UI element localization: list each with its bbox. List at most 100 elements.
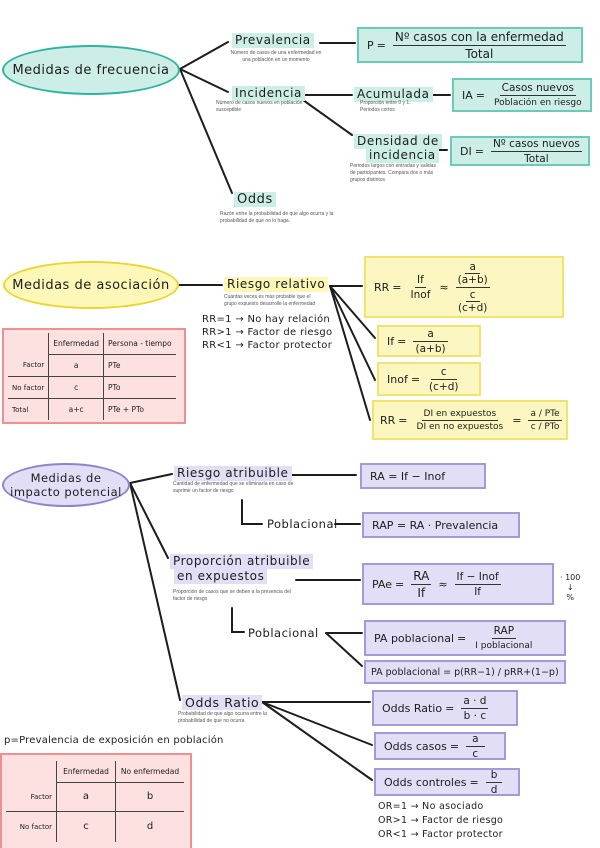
inof-formula: Inof = c (c+d) — [377, 362, 481, 396]
frecuencia-ellipse[interactable]: Medidas de frecuencia — [2, 45, 180, 95]
pap-formula-2: PA poblacional = p(RR−1) / pRR+(1−p) — [364, 660, 566, 684]
p-definition: p=Prevalencia de exposición en población — [4, 735, 224, 746]
ra-poblacional-label[interactable]: Poblacional — [267, 517, 338, 531]
table-cell: PTe — [103, 354, 176, 377]
proporcion-label-2[interactable]: en expuestos — [174, 569, 268, 584]
densidad-label-1[interactable]: Densidad de — [354, 134, 442, 149]
formula-lhs: RR — [374, 280, 390, 294]
incidencia-label[interactable]: Incidencia — [232, 86, 305, 101]
fraction-denominator: b · c — [463, 709, 487, 722]
prevalencia-label[interactable]: Prevalencia — [232, 33, 314, 48]
odds-ratio-label[interactable]: Odds Ratio — [182, 695, 263, 710]
rr-rules: RR=1 → No hay relación RR>1 → Factor de … — [202, 313, 332, 352]
or-rule: OR>1 → Factor de riesgo — [378, 815, 504, 826]
connector-odds — [179, 68, 233, 194]
formula-eq: = — [376, 38, 386, 52]
densidad-label-2[interactable]: incidencia — [366, 148, 439, 163]
formula-fraction: a · d b · c — [461, 694, 489, 722]
formula-fraction: c (c+d) — [427, 366, 460, 393]
fraction-numerator: a — [466, 733, 485, 747]
or-rule: OR<1 → Factor protector — [378, 829, 503, 840]
odds-casos-formula: Odds casos = a c — [374, 732, 506, 760]
formula-lhs: Odds casos — [384, 739, 447, 753]
riesgo-atribuible-label[interactable]: Riesgo atribuible — [174, 466, 292, 481]
table-cell: a — [56, 782, 116, 812]
odds-note: Razón entre la probabilidad de que algo … — [220, 211, 334, 224]
formula-eq: = — [410, 372, 421, 386]
formula-approx: ≈ — [438, 577, 448, 591]
fraction-denominator: c / PTo — [530, 421, 560, 432]
table-row-label: Total — [12, 405, 29, 414]
fraction-numerator: RAP — [491, 624, 517, 639]
fraction-denominator: d — [490, 783, 498, 796]
fraction-denominator: c — [472, 747, 479, 760]
pae-formula: PAe = RA If ≈ If − Inof If — [362, 563, 554, 605]
prevalencia-formula: P = Nº casos con la enfermedad Total — [357, 27, 583, 63]
pap-formula-1: PA poblacional = RAP I poblacional — [364, 620, 566, 656]
fraction-numerator: c — [430, 366, 457, 380]
connector-odds-casos — [261, 701, 373, 746]
odds-controles-formula: Odds controles = b d — [374, 768, 520, 796]
riesgo-relativo-label[interactable]: Riesgo relativo — [224, 277, 329, 292]
table-cell: d — [115, 811, 184, 842]
formula-lhs: Odds controles — [384, 775, 467, 789]
rr-rule: RR=1 → No hay relación — [202, 314, 330, 325]
fraction-numerator: a — [413, 328, 448, 342]
percent-sign: % — [566, 593, 574, 602]
ia-formula: IA = Casos nuevos Población en riesgo — [452, 78, 592, 112]
proporcion-label-1[interactable]: Proporción atribuible — [170, 554, 314, 569]
formula-eq: = — [512, 413, 522, 427]
table-header-cell: No enfermedad — [115, 761, 184, 783]
table-header-cell — [6, 761, 57, 783]
impacto-ellipse[interactable]: Medidas de impacto potencial — [2, 463, 130, 507]
fraction-numerator: a · d — [461, 694, 489, 709]
formula-lhs: If — [387, 334, 395, 348]
rr-rule: RR<1 → Factor protector — [202, 340, 333, 351]
acumulada-label[interactable]: Acumulada — [354, 87, 433, 102]
fraction-numerator: Nº casos con la enfermedad — [392, 29, 566, 46]
times-100: · 100 — [560, 573, 581, 582]
table-cell: a+c — [48, 398, 104, 420]
formula-eq: = — [398, 413, 408, 427]
formula-fraction: RA If — [411, 568, 432, 600]
fraction-denominator: c (c+d) — [456, 288, 489, 314]
fraction-denominator: DI en no expuestos — [416, 421, 504, 432]
table-cell: c — [48, 376, 104, 399]
formula-text: RA = If − Inof — [370, 469, 446, 483]
impacto-contingency-table: Enfermedad No enfermedad Factor a b No f… — [0, 753, 192, 848]
formula-lhs: RR — [380, 413, 396, 427]
table-header-cell: Enfermedad — [56, 761, 116, 783]
table-cell: c — [56, 811, 116, 842]
formula-fraction: If − Inof If — [454, 570, 501, 598]
formula-eq: = — [392, 280, 402, 294]
fraction-denominator: Población en riesgo — [494, 97, 582, 108]
fraction-numerator: If − Inof — [454, 570, 501, 585]
odds-label[interactable]: Odds — [234, 192, 276, 207]
connector-pap-formula2 — [325, 632, 363, 667]
formula-lhs: PA poblacional — [374, 631, 455, 645]
rap-formula: RAP = RA · Prevalencia — [362, 512, 520, 538]
inner-numerator: c — [465, 289, 480, 302]
formula-fraction: Nº casos con la enfermedad Total — [392, 29, 566, 61]
fraction-numerator: RA — [411, 568, 432, 585]
formula-eq: = — [449, 739, 460, 753]
fraction-denominator: (a+b) — [415, 342, 446, 355]
formula-lhs: Odds Ratio — [382, 701, 443, 715]
formula-fraction: a (a+b) — [413, 328, 448, 355]
formula-lhs: PAe — [372, 577, 393, 591]
formula-eq: = — [469, 775, 479, 789]
impacto-title-line: Medidas de — [30, 471, 102, 485]
formula-lhs: IA — [462, 88, 473, 102]
fraction-denominator: Total — [465, 46, 494, 61]
connector-riesgo-atribuible — [129, 473, 173, 484]
asociacion-ellipse[interactable]: Medidas de asociación — [3, 261, 179, 309]
densidad-note: Periodos largos con entradas y salidas d… — [350, 163, 436, 183]
arrow-down-icon: ↓ — [566, 583, 574, 592]
riesgo-atribuible-note: Cantidad de enfermedad que se eliminaría… — [173, 481, 294, 494]
impacto-title-line: impacto potencial — [10, 485, 122, 499]
formula-fraction: Nº casos nuevos Total — [490, 138, 582, 165]
fraction-denominator: Inof — [410, 288, 431, 301]
pa-poblacional-label[interactable]: Poblacional — [248, 626, 319, 640]
formula-fraction: b d — [485, 769, 503, 796]
inner-numerator: a — [465, 261, 480, 274]
